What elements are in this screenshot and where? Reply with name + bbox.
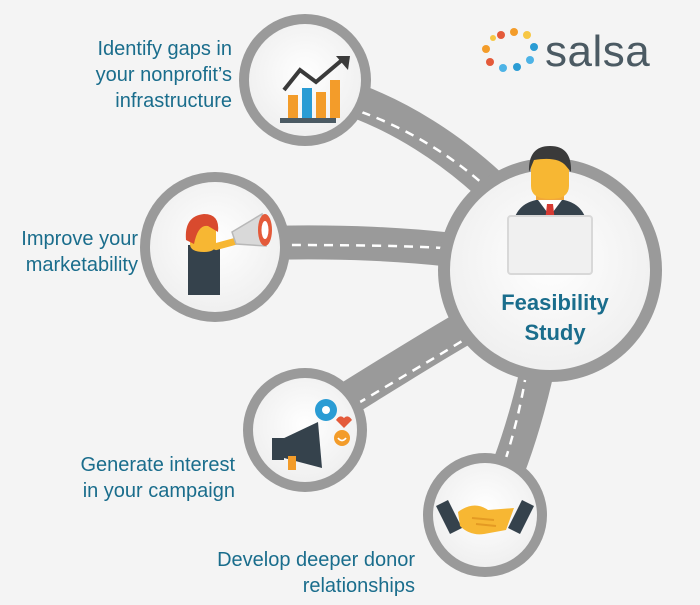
salsa-logo-icon [482,28,538,72]
label-generate-interest: Generate interest in your campaign [40,452,235,504]
label-line: Identify gaps in [97,38,232,60]
label-line: marketability [25,254,138,276]
label-line: your nonprofit’s [95,64,232,86]
label-line: in your campaign [82,480,235,502]
person-megaphone-icon [185,212,272,295]
node-gaps [239,14,371,146]
label-donor-relationships: Develop deeper donor relationships [190,547,415,599]
center-title-line: Feasibility [501,290,609,315]
node-marketability [140,172,290,322]
label-line: Develop deeper donor [217,549,415,571]
salsa-wordmark: salsa [545,27,651,76]
center-title: Feasibility Study [460,288,650,348]
node-donor [423,453,547,577]
label-identify-gaps: Identify gaps in your nonprofit’s infras… [60,36,232,114]
social-megaphone-icon [272,399,352,470]
center-node [438,146,662,382]
handshake-icon [436,500,534,535]
growth-chart-icon [280,56,350,123]
businessman-icon [507,146,593,275]
label-line: Improve your [21,228,138,250]
label-line: Generate interest [80,454,235,476]
node-interest [243,368,367,492]
center-title-line: Study [524,320,586,345]
label-line: infrastructure [115,90,232,112]
label-line: relationships [302,575,415,597]
label-improve-marketability: Improve your marketability [6,226,138,278]
